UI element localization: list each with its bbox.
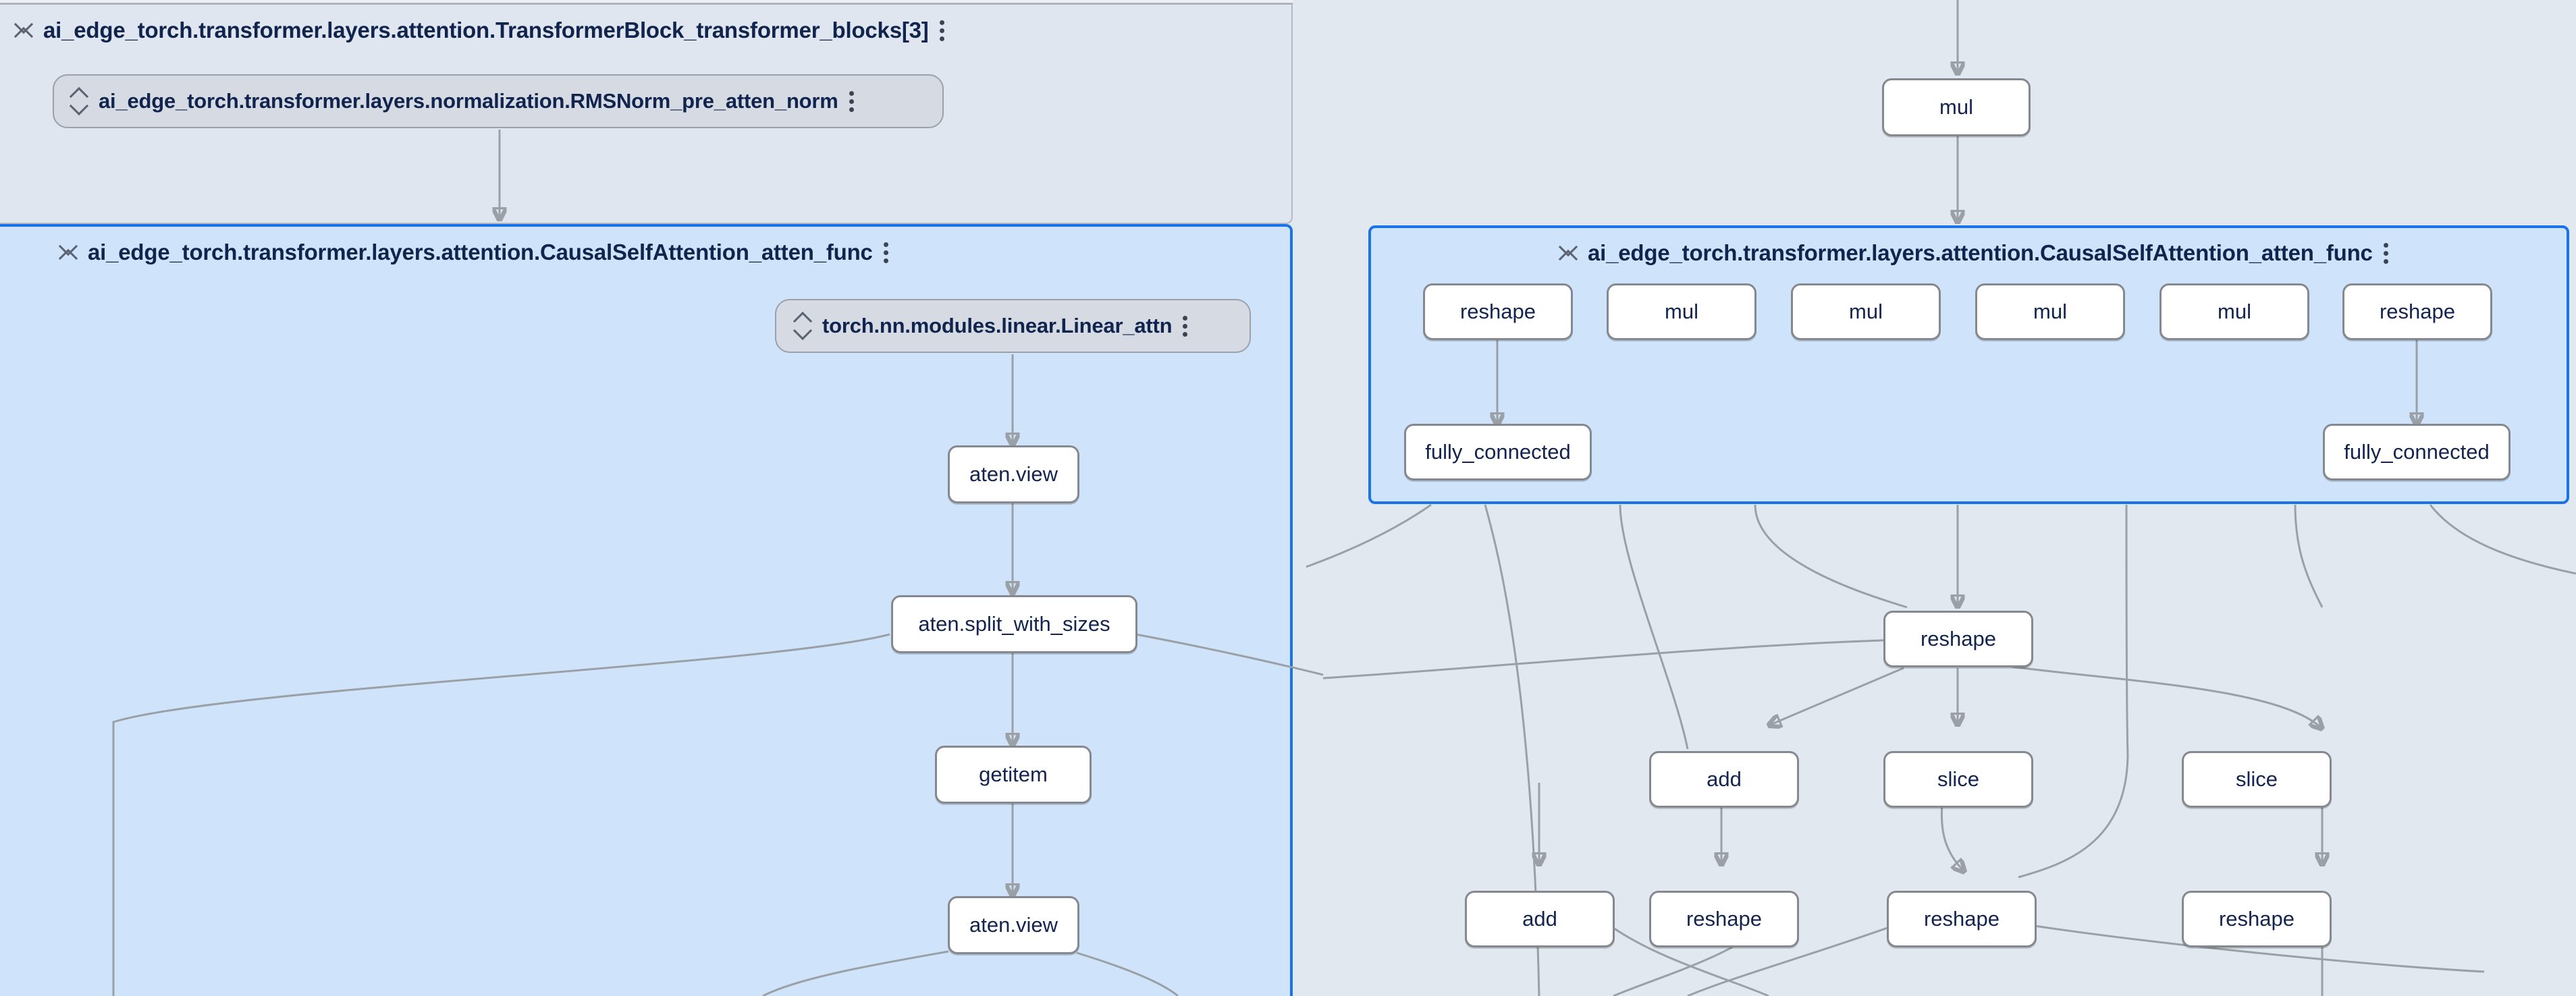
group-header-rmsnorm-pre-atten[interactable]: ai_edge_torch.transformer.layers.normali… [70, 89, 856, 113]
kebab-menu-icon[interactable] [1183, 314, 1189, 337]
group-label-causal-self-attention-left: ai_edge_torch.transformer.layers.attenti… [88, 240, 873, 265]
node-label: reshape [1920, 627, 1997, 651]
node-mul-1[interactable]: mul [1607, 283, 1756, 340]
node-label: aten.view [969, 462, 1058, 486]
node-mul-4[interactable]: mul [2159, 283, 2309, 340]
kebab-menu-icon[interactable] [2383, 242, 2390, 265]
expand-icon[interactable] [794, 314, 811, 337]
node-mul-top[interactable]: mul [1882, 78, 2031, 136]
node-slice-1[interactable]: slice [1883, 751, 2033, 808]
node-reshape-a[interactable]: reshape [1423, 283, 1573, 340]
node-label: reshape [2218, 907, 2295, 931]
node-label: mul [1849, 300, 1883, 323]
node-aten-split-with-sizes[interactable]: aten.split_with_sizes [891, 595, 1137, 653]
node-label: slice [1937, 767, 1979, 791]
node-label: mul [1939, 95, 1973, 119]
node-label: aten.split_with_sizes [918, 612, 1110, 636]
node-reshape-e[interactable]: reshape [1887, 891, 2037, 947]
node-label: fully_connected [1425, 440, 1571, 464]
node-label: fully_connected [2344, 440, 2490, 464]
group-label-linear-attn: torch.nn.modules.linear.Linear_attn [822, 314, 1173, 337]
node-label: mul [2033, 300, 2067, 323]
group-header-causal-self-attention-right[interactable]: ai_edge_torch.transformer.layers.attenti… [1559, 240, 2390, 266]
group-label-rmsnorm-pre-atten: ai_edge_torch.transformer.layers.normali… [99, 89, 838, 113]
node-aten-view-2[interactable]: aten.view [948, 896, 1079, 954]
kebab-menu-icon[interactable] [939, 19, 946, 42]
node-label: aten.view [969, 913, 1058, 937]
panel-top-divider [0, 0, 1293, 5]
node-reshape-b[interactable]: reshape [2342, 283, 2492, 340]
node-label: slice [2235, 767, 2278, 791]
node-label: mul [1665, 300, 1698, 323]
collapse-icon[interactable] [15, 19, 32, 42]
expand-icon[interactable] [70, 90, 88, 113]
kebab-menu-icon[interactable] [849, 90, 856, 113]
group-rmsnorm-pre-atten[interactable] [53, 74, 944, 128]
group-linear-attn[interactable] [775, 299, 1251, 353]
node-fully-connected-2[interactable]: fully_connected [2323, 424, 2511, 480]
node-fully-connected-1[interactable]: fully_connected [1404, 424, 1592, 480]
node-label: getitem [979, 763, 1048, 786]
collapse-icon[interactable] [1559, 242, 1577, 265]
node-label: reshape [1686, 907, 1763, 931]
group-label-transformer-block: ai_edge_torch.transformer.layers.attenti… [43, 18, 929, 43]
node-label: reshape [1459, 300, 1536, 323]
group-header-causal-self-attention-left[interactable]: ai_edge_torch.transformer.layers.attenti… [59, 240, 890, 265]
node-label: reshape [2379, 300, 2456, 323]
group-header-linear-attn[interactable]: torch.nn.modules.linear.Linear_attn [794, 314, 1189, 338]
group-label-causal-self-attention-right: ai_edge_torch.transformer.layers.attenti… [1588, 240, 2373, 265]
kebab-menu-icon[interactable] [883, 241, 890, 264]
node-add-2[interactable]: add [1465, 891, 1615, 947]
node-label: reshape [1923, 907, 2000, 931]
node-mul-2[interactable]: mul [1791, 283, 1941, 340]
node-label: add [1522, 907, 1557, 931]
node-reshape-c[interactable]: reshape [1883, 611, 2033, 667]
collapse-icon[interactable] [59, 241, 77, 264]
node-mul-3[interactable]: mul [1975, 283, 2125, 340]
node-label: mul [2218, 300, 2251, 323]
node-add-1[interactable]: add [1649, 751, 1799, 808]
group-header-transformer-block[interactable]: ai_edge_torch.transformer.layers.attenti… [15, 18, 946, 43]
node-getitem[interactable]: getitem [935, 746, 1092, 804]
node-aten-view[interactable]: aten.view [948, 445, 1079, 503]
node-reshape-f[interactable]: reshape [2182, 891, 2332, 947]
node-slice-2[interactable]: slice [2182, 751, 2332, 808]
node-reshape-d[interactable]: reshape [1649, 891, 1799, 947]
node-label: add [1707, 767, 1742, 791]
